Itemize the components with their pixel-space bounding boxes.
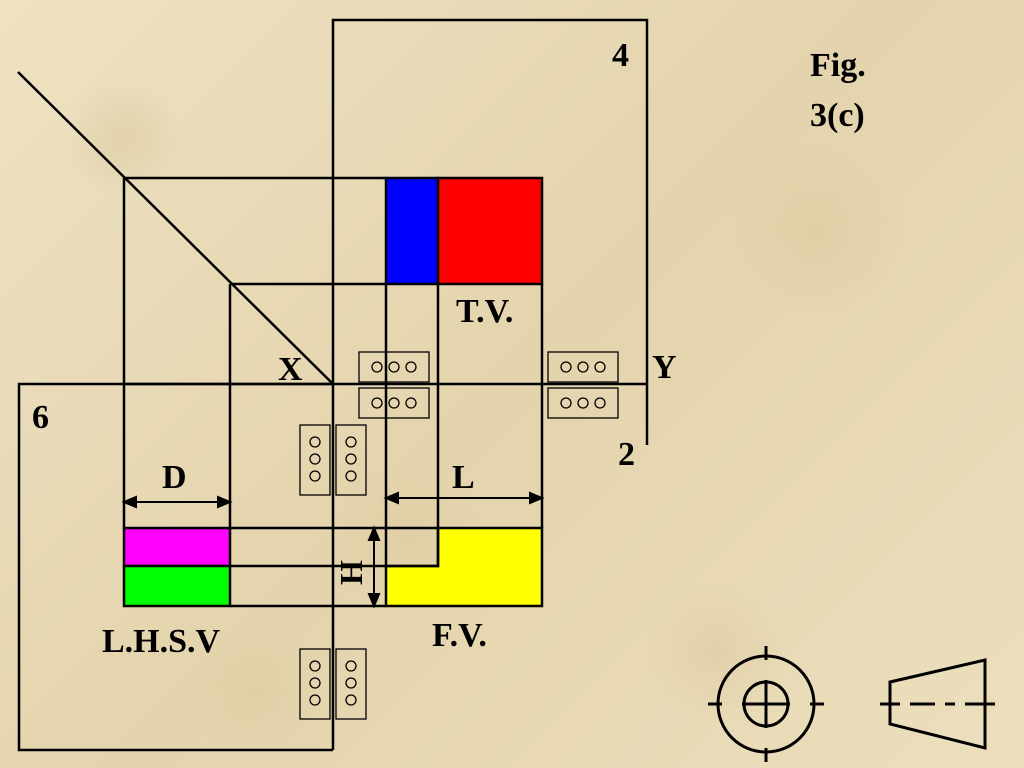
quadrant-2-label: 2: [618, 436, 635, 473]
front-view-label: F.V.: [432, 617, 487, 654]
tv-blue-face: [384, 176, 440, 286]
dimension-h-label: H: [333, 560, 369, 585]
lhsv-magenta-face: [122, 526, 232, 568]
y-label: Y: [652, 349, 677, 386]
dimension-l-label: L: [452, 459, 475, 496]
hinge-bottom: [299, 648, 367, 720]
dimension-h: [367, 525, 381, 609]
dimension-l: [383, 491, 545, 505]
miter-line: [17, 71, 334, 385]
figure-caption-line1: Fig.: [810, 47, 866, 84]
hinge-top-left: [358, 351, 430, 419]
figure-caption-line2: 3(c): [810, 97, 865, 134]
hinge-center: [299, 424, 367, 496]
x-label: X: [278, 351, 303, 388]
fv-step-edge: [384, 528, 440, 568]
projection-symbol: [708, 646, 995, 762]
lhsv-green-face: [122, 564, 232, 608]
hinge-symbols: [299, 351, 619, 720]
dimension-d-label: D: [162, 459, 187, 496]
hinge-top-right: [547, 351, 619, 419]
tv-red-face: [436, 176, 544, 286]
side-view-label: L.H.S.V: [102, 623, 221, 660]
quadrant-6-label: 6: [32, 399, 49, 436]
quadrant-4-frame: [331, 18, 649, 384]
dimension-d: [121, 495, 233, 509]
top-view-label: T.V.: [456, 293, 513, 330]
quadrant-4-label: 4: [612, 37, 629, 74]
